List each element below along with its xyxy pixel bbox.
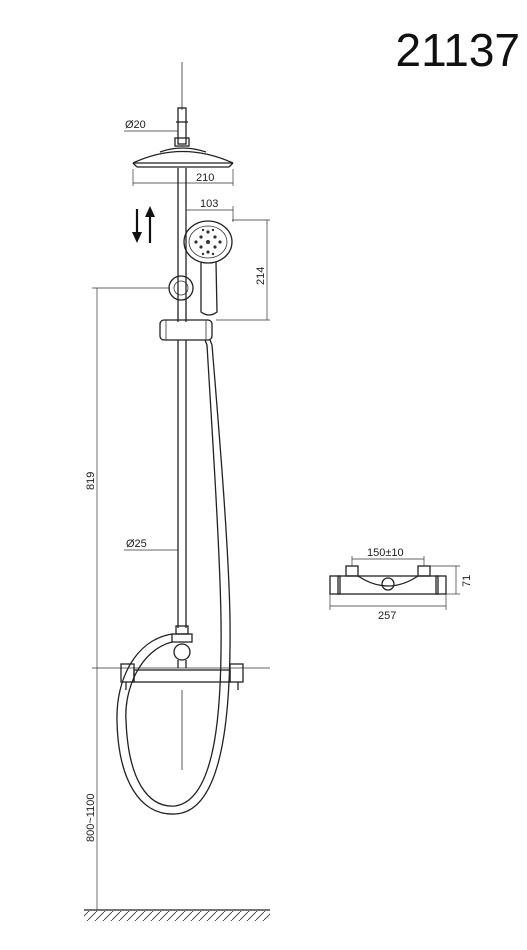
dim-inlet-spacing-label: 150±10 <box>367 547 404 559</box>
dim-mixer-width: 257 <box>329 594 447 622</box>
dim-mounting-height: 800~1100 <box>85 668 98 910</box>
dim-mounting-height-label: 800~1100 <box>85 794 97 842</box>
dim-overhead-width: 210 <box>132 169 234 186</box>
dim-riser-diameter-label: Ø20 <box>125 119 146 131</box>
diverter <box>171 625 193 668</box>
hand-shower <box>183 220 233 316</box>
dim-rail-height-label: 819 <box>85 472 97 490</box>
thermostatic-mixer-top-view <box>329 565 447 595</box>
dim-hand-shower-width: 103 <box>185 198 234 222</box>
dim-mixer-width-label: 257 <box>378 610 396 622</box>
dim-hand-shower-length: 214 <box>216 219 270 321</box>
dim-hand-shower-width-label: 103 <box>200 198 218 210</box>
top-riser-pipe <box>174 62 190 147</box>
dim-hand-shower-length-label: 214 <box>255 267 267 285</box>
shower-hose <box>116 339 231 815</box>
dim-rail-diameter-label: Ø25 <box>126 538 147 550</box>
dim-inlet-spacing: 150±10 <box>351 547 425 566</box>
dim-rail-height: 819 <box>85 287 170 668</box>
dim-mixer-height: 71 <box>430 565 473 595</box>
slider-holder <box>159 319 213 341</box>
wall-bracket <box>168 275 194 301</box>
floor-line <box>84 909 270 921</box>
dim-overhead-width-label: 210 <box>196 172 214 184</box>
flow-direction-arrows-icon <box>132 206 155 243</box>
overhead-shower-head <box>132 147 234 168</box>
model-number: 21137 <box>395 24 520 76</box>
thermostatic-mixer-front <box>92 663 270 690</box>
dim-rail-diameter: Ø25 <box>124 538 178 551</box>
dim-riser-diameter: Ø20 <box>124 119 178 132</box>
dim-mixer-height-label: 71 <box>461 575 473 587</box>
main-riser-rail <box>177 168 187 770</box>
